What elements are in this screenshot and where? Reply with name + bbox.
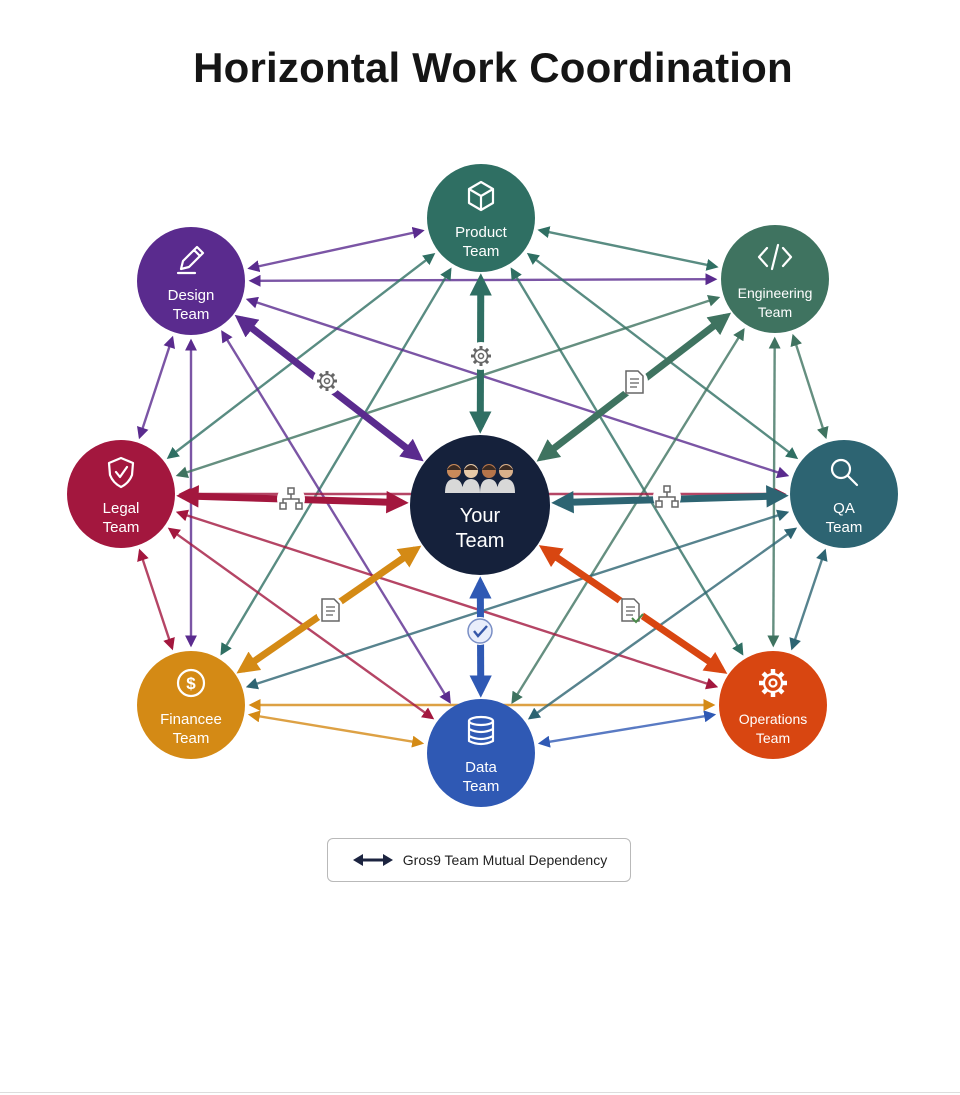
node-label-line1: Financee (160, 711, 222, 728)
double-arrow-icon (352, 854, 393, 866)
legend-label: Gros9 Team Mutual Dependency (402, 852, 608, 868)
dependency-link-finance-data (247, 710, 425, 748)
node-label-line1: QA (833, 500, 855, 517)
document-icon (316, 596, 344, 624)
flowchart-icon (277, 485, 305, 513)
pencil-icon (176, 245, 205, 275)
page-title: Horizontal Work Coordination (193, 44, 793, 91)
magnifier-icon (830, 458, 859, 487)
node-label-line1: Product (455, 224, 508, 241)
dependency-link-product-engineering (537, 226, 719, 271)
node-label-line2: Team (463, 778, 500, 795)
node-label-line1: Your (460, 505, 501, 527)
node-label-line2: Team (173, 730, 210, 747)
gear-icon (313, 367, 341, 395)
flowchart-icon (653, 483, 681, 511)
document-icon (620, 368, 648, 396)
node-label-line2: Team (456, 530, 505, 552)
cube-icon (467, 180, 495, 212)
dollar-coin-icon: $ (176, 668, 206, 698)
database-icon (467, 715, 495, 746)
node-label-line2: Team (826, 519, 863, 536)
node-label-line1: Engineering (738, 285, 813, 301)
divider (0, 1092, 960, 1093)
team-node-qa: QA Team (790, 440, 898, 548)
dependency-link-engineering-qa (790, 333, 829, 440)
dependency-link-data-operations (537, 710, 717, 748)
document-check-icon (616, 596, 644, 624)
dependency-link-legal-finance (137, 548, 175, 651)
dependency-link-design-product (247, 226, 425, 273)
coordination-diagram: ProductTeamDesignTeamEngineeringTeamLega… (67, 164, 898, 807)
node-label-line1: Operations (739, 711, 807, 727)
gear-icon (467, 342, 495, 370)
code-icon (757, 243, 793, 271)
node-label-line2: Team (103, 519, 140, 536)
node-label-line2: Team (758, 304, 792, 320)
checkmark-icon (466, 617, 494, 645)
node-label-line2: Team (756, 730, 790, 746)
node-label-line1: Legal (103, 500, 140, 517)
svg-text:$: $ (186, 674, 196, 693)
node-label-line1: Design (168, 287, 215, 304)
shield-check-icon (107, 456, 135, 489)
dependency-link-qa-operations (789, 548, 828, 651)
dependency-link-engineering-operations (767, 336, 781, 648)
legend: Gros9 Team Mutual Dependency (327, 838, 631, 882)
node-label-line1: Data (465, 759, 497, 776)
node-label-line2: Team (463, 243, 500, 260)
node-label-line2: Team (173, 306, 210, 323)
people-group-icon (445, 464, 515, 493)
dependency-link-design-legal (137, 335, 175, 440)
gear-icon (759, 669, 787, 697)
